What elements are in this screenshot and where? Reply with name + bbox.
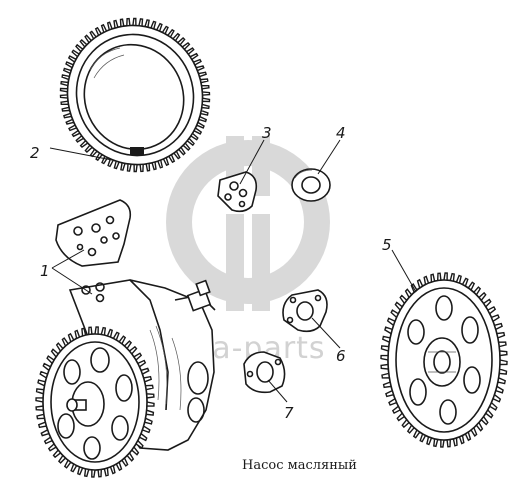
flange-gasket-part-6	[282, 289, 328, 333]
callout-4: 4	[336, 124, 346, 142]
outlet-fitting	[186, 288, 212, 312]
callout-3: 3	[262, 124, 272, 142]
plate-part-7	[243, 351, 286, 394]
callout-7: 7	[284, 404, 294, 422]
leader-lines	[49, 139, 417, 403]
callout-1: 1	[40, 262, 50, 280]
watermark-logo	[166, 136, 330, 311]
figure-caption: Насос масляный	[242, 458, 357, 473]
gasket-part-3	[217, 171, 258, 213]
callout-2: 2	[30, 144, 40, 162]
oil-pump-assembly	[35, 279, 216, 478]
keyway	[130, 147, 144, 155]
callout-6: 6	[336, 347, 346, 365]
callout-5: 5	[382, 236, 392, 254]
spur-gear-part-5	[380, 272, 508, 448]
gasket-plate-part-1	[55, 199, 132, 267]
washer-part-4	[291, 168, 331, 202]
ring-gear-part-2	[59, 17, 211, 173]
